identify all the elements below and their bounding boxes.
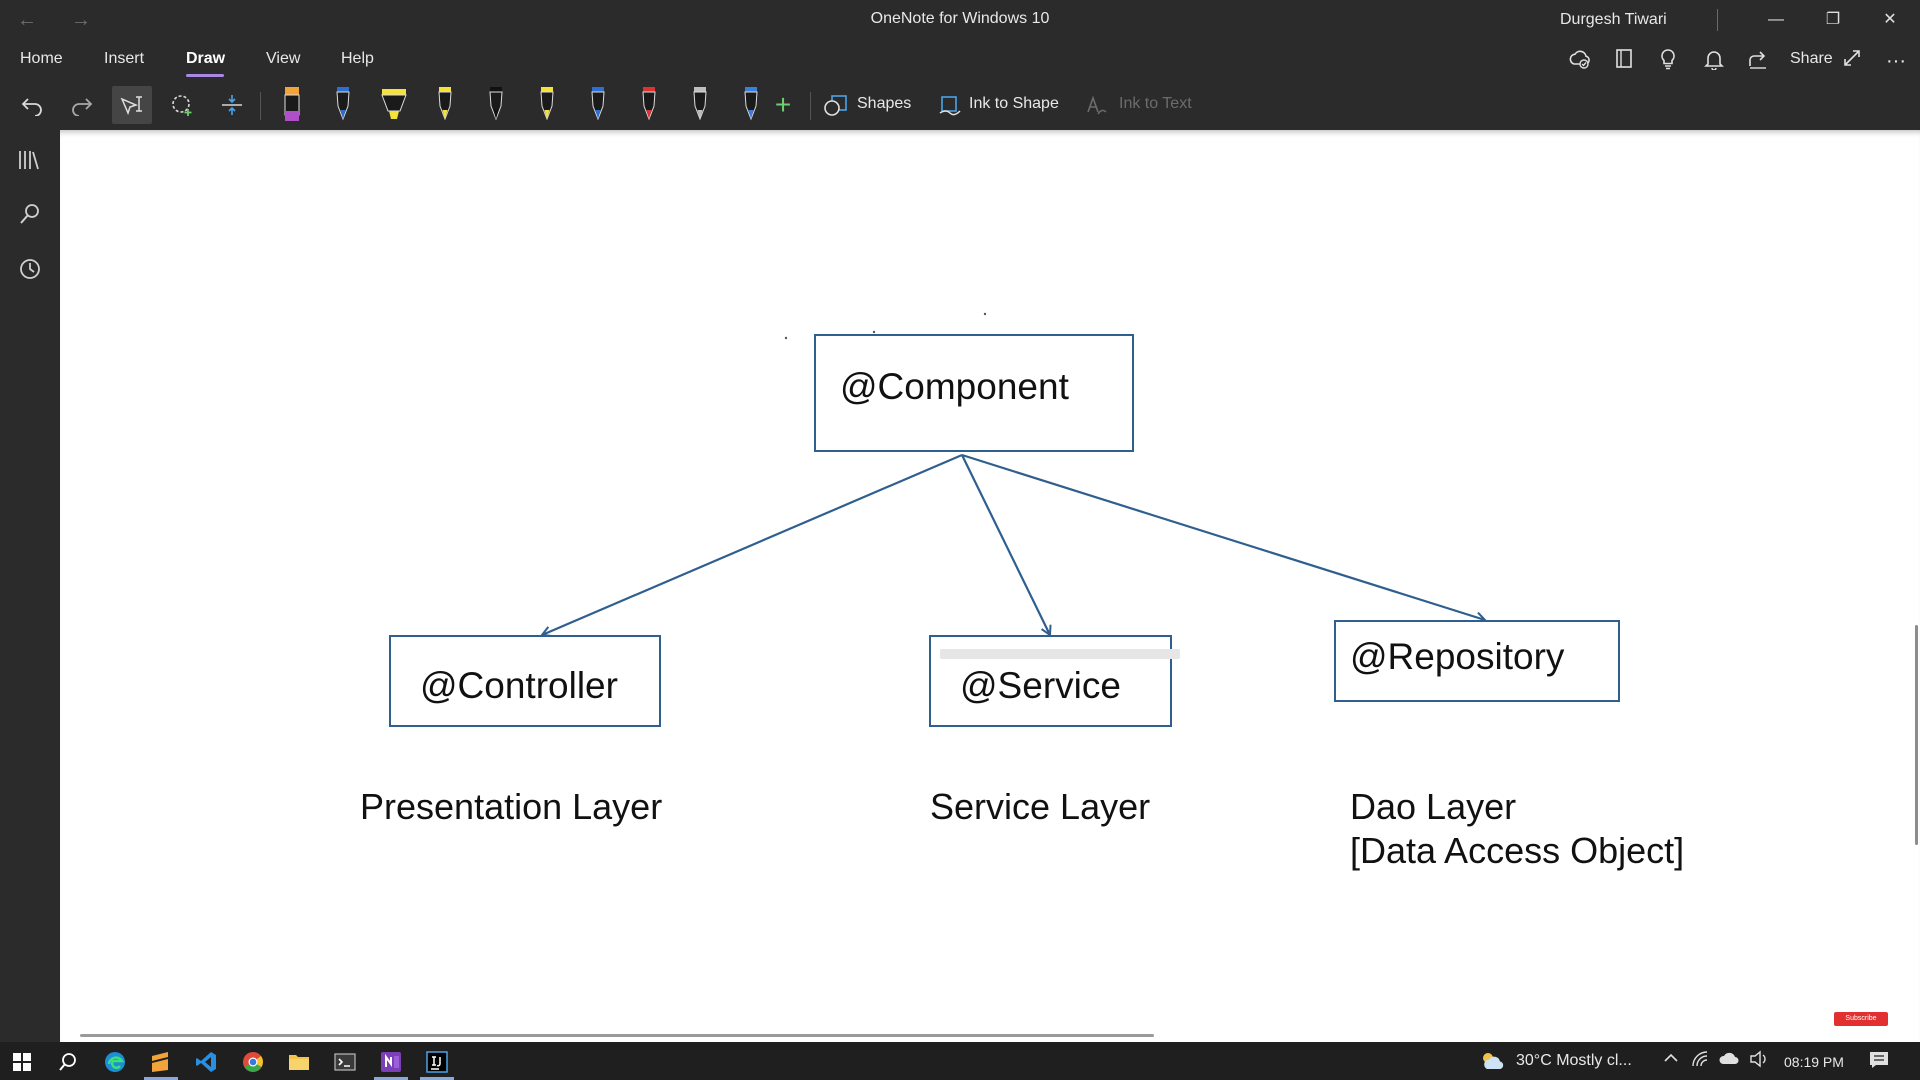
windows-taskbar [0,1042,1920,1080]
pen-blue-2-icon[interactable] [578,86,618,124]
more-options-icon[interactable]: ··· [1886,50,1906,72]
chrome-icon[interactable] [235,1046,271,1078]
add-pen-icon[interactable]: + [774,89,792,120]
chevron-up-icon[interactable] [1660,1050,1682,1072]
ink-to-shape-button[interactable]: Ink to Shape [969,95,1059,112]
dao-layer-label: Dao Layer [1350,786,1517,827]
insert-space-icon[interactable] [212,86,252,124]
highlighter-yellow-wide-icon[interactable] [374,86,414,124]
notebook-icon[interactable] [1610,48,1638,74]
dao-layer-subtitle: [Data Access Object] [1350,830,1685,871]
undo-icon[interactable] [12,86,52,124]
window-title: OneNote for Windows 10 [870,10,1050,27]
fullscreen-icon[interactable] [1838,48,1866,74]
pencil-gray-icon[interactable] [680,86,720,124]
component-box[interactable] [814,334,1134,452]
lasso-select-icon[interactable] [162,86,202,124]
highlighter-yellow-icon[interactable] [425,86,465,124]
clock-time[interactable]: 08:19 PM [1784,1054,1844,1070]
pen-black-icon[interactable] [476,86,516,124]
bell-icon[interactable] [1700,48,1728,74]
onenote-active-indicator [374,1077,408,1080]
tab-view[interactable]: View [266,50,301,67]
minimize-button[interactable]: — [1768,11,1784,28]
titlebar-divider [1717,9,1718,31]
title-bar: ← → OneNote for Windows 10 Durgesh Tiwar… [0,0,1920,40]
toolbar-divider-2 [810,92,811,120]
shapes-button[interactable]: Shapes [857,95,912,112]
pen-red-icon[interactable] [629,86,669,124]
close-button[interactable]: ✕ [1883,11,1897,28]
ink-to-text-button: Ink to Text [1119,95,1192,112]
sublime-text-icon[interactable] [142,1046,178,1078]
volume-icon[interactable] [1748,1050,1770,1072]
share-icon[interactable] [1744,48,1772,74]
navigation-rail [0,130,60,1042]
type-select-tool-icon[interactable] [112,86,152,124]
controller-box[interactable] [389,635,661,727]
share-button[interactable]: Share [1790,50,1833,67]
eraser-pen-icon[interactable] [272,86,312,124]
user-name[interactable]: Durgesh Tiwari [1560,11,1667,28]
horizontal-scrollbar[interactable] [80,1034,1154,1037]
arrow-to-service [961,454,1050,635]
vertical-scrollbar[interactable] [1915,625,1918,845]
redo-icon[interactable] [62,86,102,124]
pencil-blue-icon[interactable] [731,86,771,124]
arrow-to-controller [542,453,963,635]
tab-home[interactable]: Home [20,50,63,67]
presentation-layer-label: Presentation Layer [360,786,663,827]
recent-notes-clock-icon[interactable] [14,253,46,285]
notebooks-icon[interactable] [14,144,46,176]
intellij-icon[interactable] [419,1046,455,1078]
note-canvas[interactable] [60,130,1920,1042]
toolbar-divider [260,92,261,120]
service-layer-label: Service Layer [930,786,1151,827]
controller-label: @Controller [420,665,618,706]
arrow-to-repository [961,453,1485,620]
network-icon[interactable] [1690,1050,1712,1072]
ribbon-tabs [0,40,1920,80]
tab-draw[interactable]: Draw [186,50,226,67]
onenote-taskbar-icon[interactable] [373,1046,409,1078]
component-label: @Component [840,366,1069,407]
tab-help[interactable]: Help [341,50,374,67]
weather-cloud-icon[interactable] [1479,1050,1507,1072]
subscribe-badge: Subscribe [1834,1012,1888,1026]
edge-browser-icon[interactable] [97,1046,133,1078]
pen-yellow-icon[interactable] [527,86,567,124]
terminal-icon[interactable] [327,1046,363,1078]
lightbulb-icon[interactable] [1654,48,1682,74]
tab-insert[interactable]: Insert [104,50,145,67]
weather-text[interactable]: 30°C Mostly cl... [1516,1052,1632,1069]
draw-toolbar [0,80,1920,130]
back-arrow-icon[interactable]: ← [17,9,37,31]
ink-to-text-icon[interactable] [1077,86,1117,124]
intellij-active-indicator [420,1077,454,1080]
windows-start-icon[interactable] [4,1046,40,1078]
pen-blue-icon[interactable] [323,86,363,124]
restore-button[interactable]: ❐ [1825,11,1841,28]
sync-icon[interactable] [1566,48,1594,74]
service-label: @Service [960,665,1121,706]
active-tab-indicator [186,74,224,77]
container-handle[interactable] [940,649,1180,659]
repository-box[interactable] [1334,620,1620,702]
forward-arrow-icon[interactable]: → [71,9,91,31]
action-center-icon[interactable] [1868,1050,1890,1072]
search-taskbar-icon[interactable] [50,1046,86,1078]
ink-to-shape-icon[interactable] [930,86,970,124]
shapes-icon[interactable] [816,86,856,124]
search-icon[interactable] [14,198,46,230]
onedrive-cloud-icon[interactable] [1718,1050,1740,1072]
file-explorer-icon[interactable] [281,1046,317,1078]
sublime-active-indicator [144,1077,178,1080]
vscode-icon[interactable] [188,1046,224,1078]
repository-label: @Repository [1350,636,1565,677]
